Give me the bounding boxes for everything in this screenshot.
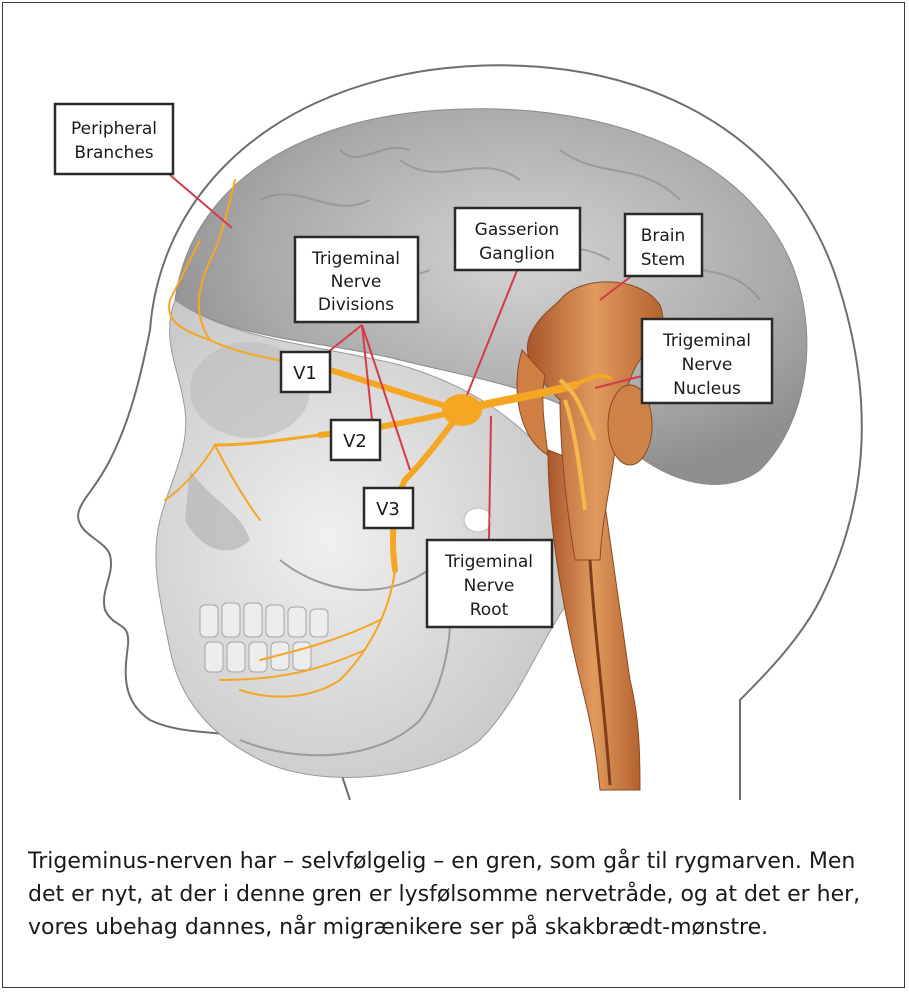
svg-text:Nerve: Nerve	[464, 576, 515, 596]
label-v1: V1	[281, 352, 330, 392]
svg-text:Ganglion: Ganglion	[479, 244, 555, 264]
svg-text:Trigeminal: Trigeminal	[311, 249, 400, 269]
svg-text:V2: V2	[343, 431, 367, 452]
caption-line-3: vores ubehag dannes, når migrænikere ser…	[28, 911, 888, 944]
figure-caption: Trigeminus-nerven har – selvfølgelig – e…	[28, 845, 888, 944]
svg-text:Branches: Branches	[74, 143, 153, 163]
ear-canal	[464, 508, 492, 532]
svg-text:Stem: Stem	[641, 250, 685, 270]
svg-text:V3: V3	[376, 499, 400, 520]
svg-text:Peripheral: Peripheral	[71, 119, 157, 139]
label-trigeminal-nerve-nucleus: Trigeminal Nerve Nucleus	[642, 319, 772, 403]
svg-text:Divisions: Divisions	[318, 295, 394, 315]
svg-text:Gasserion: Gasserion	[475, 220, 560, 240]
label-v3: V3	[364, 488, 413, 528]
svg-text:Trigeminal: Trigeminal	[444, 552, 533, 572]
svg-text:Root: Root	[470, 600, 509, 620]
svg-text:Nerve: Nerve	[331, 272, 382, 292]
svg-text:Nerve: Nerve	[682, 355, 733, 375]
caption-line-2: det er nyt, at der i denne gren er lysfø…	[28, 878, 888, 911]
label-brain-stem: Brain Stem	[625, 214, 702, 276]
label-gasserion-ganglion: Gasserion Ganglion	[455, 208, 580, 270]
svg-text:V1: V1	[293, 363, 317, 384]
label-v2: V2	[331, 420, 380, 460]
trigeminal-nerve-diagram: Peripheral Branches Trigeminal Nerve Div…	[0, 0, 909, 800]
caption-line-1: Trigeminus-nerven har – selvfølgelig – e…	[28, 845, 888, 878]
gasserian-ganglion	[442, 394, 482, 426]
svg-text:Brain: Brain	[641, 226, 686, 246]
label-trigeminal-nerve-divisions: Trigeminal Nerve Divisions	[295, 237, 418, 322]
label-peripheral-branches: Peripheral Branches	[55, 104, 173, 174]
label-trigeminal-nerve-root: Trigeminal Nerve Root	[427, 540, 552, 627]
svg-text:Trigeminal: Trigeminal	[662, 331, 751, 351]
svg-text:Nucleus: Nucleus	[673, 379, 741, 399]
